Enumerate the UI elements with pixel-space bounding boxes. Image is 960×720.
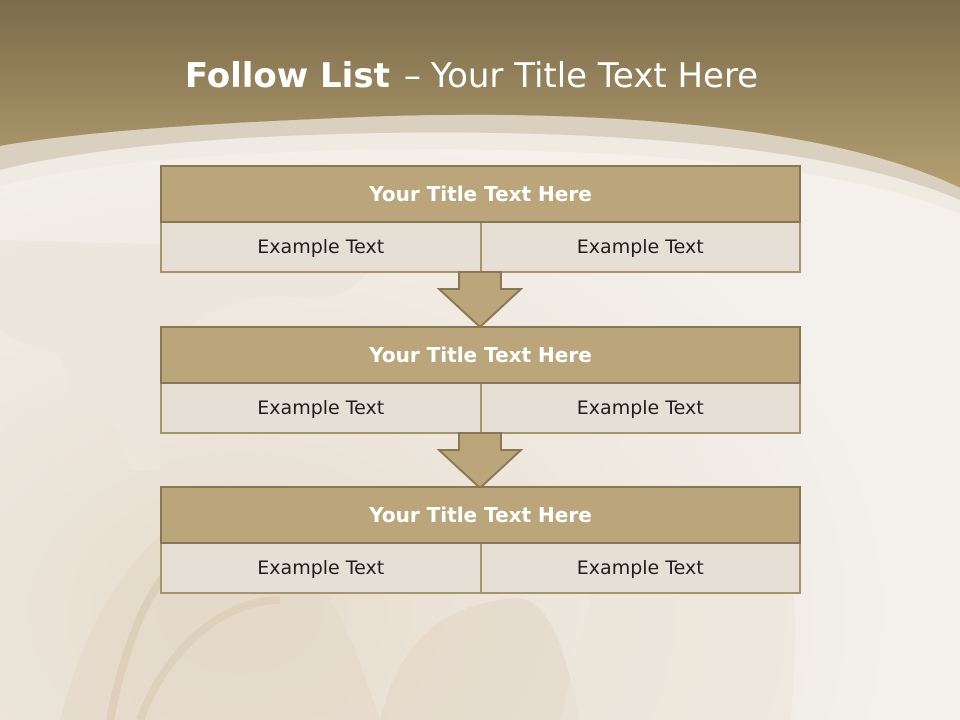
- block-cell-left: Example Text: [160, 223, 482, 273]
- list-block-2: Your Title Text Here Example Text Exampl…: [160, 326, 801, 434]
- slide-title-rest: Your Title Text Here: [430, 56, 759, 96]
- block-title: Your Title Text Here: [160, 326, 801, 384]
- down-arrow-icon: [437, 432, 523, 490]
- list-block-1: Your Title Text Here Example Text Exampl…: [160, 165, 801, 273]
- block-row: Example Text Example Text: [160, 544, 801, 594]
- slide-title: Follow List–Your Title Text Here: [0, 56, 943, 96]
- list-block-3: Your Title Text Here Example Text Exampl…: [160, 486, 801, 594]
- block-cell-right: Example Text: [481, 223, 801, 273]
- block-cell-right: Example Text: [481, 384, 801, 434]
- down-arrow-icon: [437, 271, 523, 329]
- block-cell-left: Example Text: [160, 544, 482, 594]
- block-row: Example Text Example Text: [160, 384, 801, 434]
- block-title: Your Title Text Here: [160, 486, 801, 544]
- block-title: Your Title Text Here: [160, 165, 801, 223]
- block-cell-left: Example Text: [160, 384, 482, 434]
- slide-title-separator: –: [403, 56, 421, 96]
- block-cell-right: Example Text: [481, 544, 801, 594]
- slide-title-bold: Follow List: [184, 56, 390, 96]
- block-row: Example Text Example Text: [160, 223, 801, 273]
